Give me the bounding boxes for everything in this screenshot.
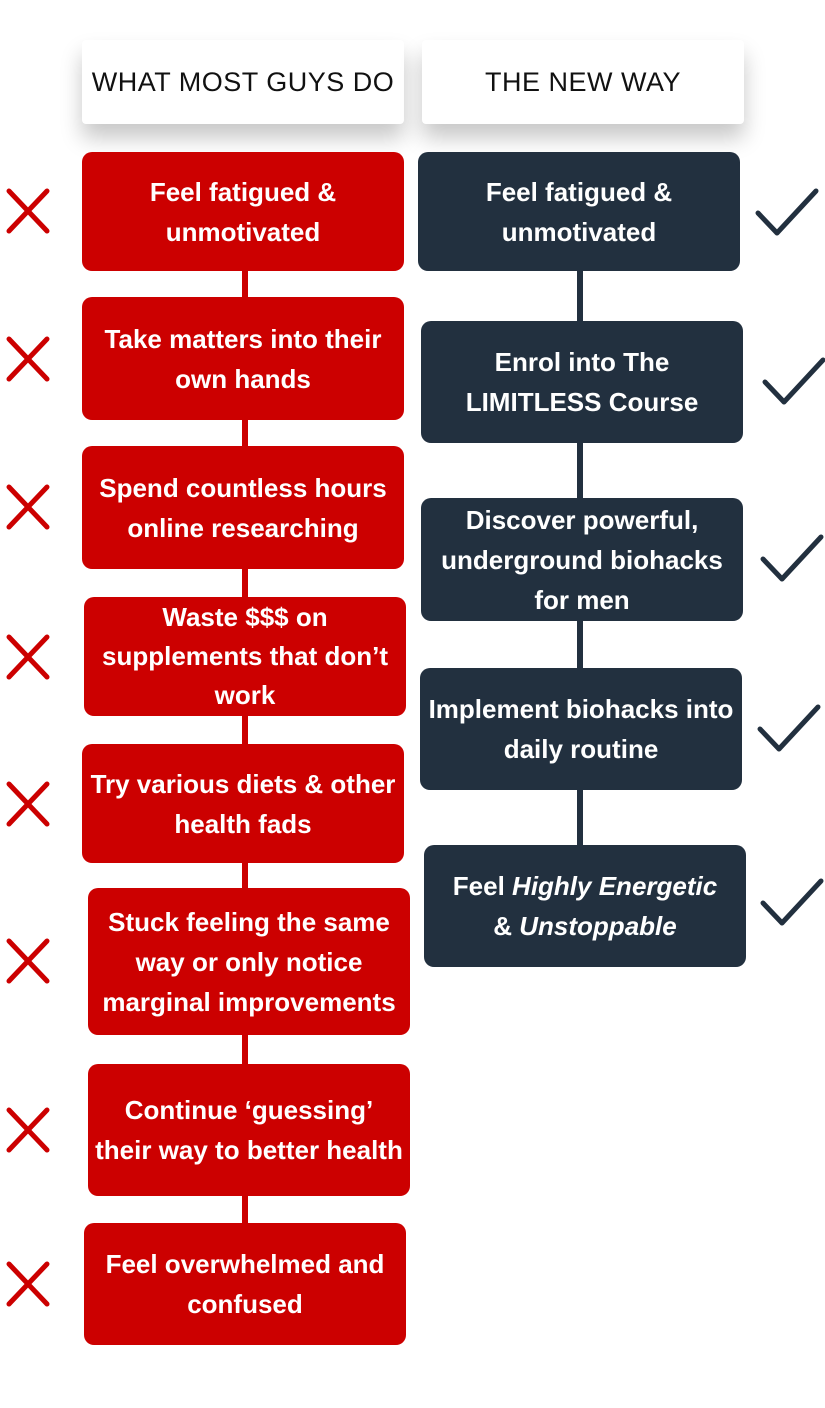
cross-icon [5, 1260, 51, 1313]
header-what-most-guys-do: WHAT MOST GUYS DO [82, 40, 404, 124]
right-step: Implement biohacks into daily routine [420, 668, 742, 790]
left-step: Stuck feeling the same way or only notic… [88, 888, 410, 1035]
left-step: Continue ‘guessing’ their way to better … [88, 1064, 410, 1196]
cross-icon [5, 187, 51, 240]
final-text-4: Unstoppable [519, 911, 677, 941]
header-the-new-way: THE NEW WAY [422, 40, 744, 124]
right-step: Discover powerful, underground biohacks … [421, 498, 743, 621]
left-step: Spend countless hours online researching [82, 446, 404, 569]
cross-icon [5, 1106, 51, 1159]
left-step: Take matters into their own hands [82, 297, 404, 420]
final-text-2: Highly Energetic [512, 871, 718, 901]
right-step-final: Feel Highly Energetic & Unstoppable [424, 845, 746, 967]
check-icon [760, 877, 824, 934]
left-step: Waste $$$ on supplements that don’t work [84, 597, 406, 716]
check-icon [757, 703, 821, 760]
cross-icon [5, 483, 51, 536]
check-icon [755, 187, 819, 244]
cross-icon [5, 633, 51, 686]
final-text-3: & [493, 911, 520, 941]
cross-icon [5, 335, 51, 388]
check-icon [760, 533, 824, 590]
cross-icon [5, 780, 51, 833]
left-step: Feel fatigued & unmotivated [82, 152, 404, 271]
right-step: Enrol into The LIMITLESS Course [421, 321, 743, 443]
left-step: Feel overwhelmed and confused [84, 1223, 406, 1345]
right-step: Feel fatigued & unmotivated [418, 152, 740, 271]
final-text-1: Feel [452, 871, 513, 901]
cross-icon [5, 937, 51, 990]
left-step: Try various diets & other health fads [82, 744, 404, 863]
check-icon [762, 356, 825, 413]
